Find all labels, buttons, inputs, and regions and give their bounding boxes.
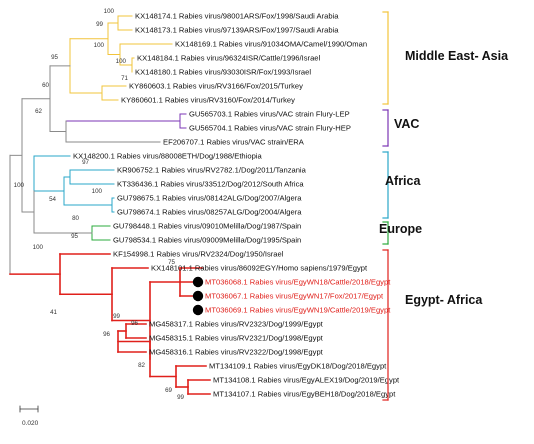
- leaf-label: GU565703.1 Rabies virus/VAC strain Flury…: [189, 110, 350, 119]
- bootstrap-value: 100: [94, 42, 105, 49]
- bootstrap-value: 95: [71, 233, 78, 240]
- bootstrap-value: 99: [177, 394, 184, 401]
- leaf-label: MT036068.1 Rabies virus/EgyWN18/Cattle/2…: [205, 278, 391, 287]
- bootstrap-value: 99: [113, 313, 120, 320]
- leaf-label: KX148173.1 Rabies virus/97139ARS/Fox/199…: [135, 26, 339, 35]
- clade-label: Africa: [385, 174, 421, 188]
- bootstrap-value: 71: [121, 75, 128, 82]
- leaf-label: KY860601.1 Rabies virus/RV3160/Fox/2014/…: [121, 96, 295, 105]
- study-isolate-marker-icon: [192, 304, 204, 316]
- leaf-label: EF206707.1 Rabies virus/VAC strain/ERA: [163, 138, 305, 147]
- bootstrap-value: 100: [92, 188, 103, 195]
- bootstrap-value: 99: [96, 21, 103, 28]
- leaf-label: GU798674.1 Rabies virus/08257ALG/Dog/200…: [117, 208, 302, 217]
- bootstrap-value: 75: [168, 259, 175, 266]
- bootstrap-value: 60: [42, 82, 49, 89]
- leaf-label: GU798675.1 Rabies virus/08142ALG/Dog/200…: [117, 194, 302, 203]
- bootstrap-value: 41: [50, 309, 57, 316]
- study-isolate-marker-icon: [192, 276, 204, 288]
- bootstrap-value: 54: [49, 196, 56, 203]
- leaf-label: GU798448.1 Rabies virus/09010Melilla/Dog…: [113, 222, 301, 231]
- leaf-label: MT036067.1 Rabies virus/EgyWN17/Fox/2017…: [205, 292, 384, 301]
- leaf-label: KF154998.1 Rabies virus/RV2324/Dog/1950/…: [113, 250, 284, 259]
- clade-label: Middle East- Asia: [405, 49, 509, 63]
- leaf-label: KX148169.1 Rabies virus/91034OMA/Camel/1…: [175, 40, 367, 49]
- clade-label: VAC: [394, 117, 419, 131]
- leaf-label: GU565704.1 Rabies virus/VAC strain Flury…: [189, 124, 351, 133]
- bootstrap-value: 95: [51, 54, 58, 61]
- leaf-label: KR906752.1 Rabies virus/RV2782.1/Dog/201…: [117, 166, 307, 175]
- leaf-label: KX148101.1 Rabies virus/86092EGY/Homo sa…: [151, 264, 368, 273]
- bootstrap-value: 96: [131, 320, 138, 327]
- leaf-label: MT134107.1 Rabies virus/EgyBEH18/Dog/201…: [213, 390, 396, 399]
- clade-label: Egypt- Africa: [405, 293, 483, 307]
- leaf-label: MT134109.1 Rabies virus/EgyDK18/Dog/2018…: [209, 362, 387, 371]
- leaf-label: KX148180.1 Rabies virus/93030ISR/Fox/199…: [135, 68, 311, 77]
- leaf-label: MG458315.1 Rabies virus/RV2321/Dog/1998/…: [149, 334, 324, 343]
- bootstrap-value: 62: [35, 108, 42, 115]
- bootstrap-value: 100: [116, 58, 127, 65]
- bootstrap-value: 100: [33, 244, 44, 251]
- leaf-label: MG458316.1 Rabies virus/RV2322/Dog/1998/…: [149, 348, 324, 357]
- bootstrap-value: 97: [82, 159, 89, 166]
- bootstrap-value: 69: [165, 387, 172, 394]
- bootstrap-value: 96: [103, 331, 110, 338]
- study-isolate-marker-icon: [192, 290, 204, 302]
- leaf-label: KT336436.1 Rabies virus/33512/Dog/2012/S…: [117, 180, 304, 189]
- leaf-label: KX148174.1 Rabies virus/98001ARS/Fox/199…: [135, 12, 339, 21]
- leaf-label: KX148184.1 Rabies virus/96324ISR/Cattle/…: [137, 54, 321, 63]
- bootstrap-value: 100: [104, 8, 115, 15]
- leaf-label: MT134108.1 Rabies virus/EgyALEX19/Dog/20…: [213, 376, 400, 385]
- leaf-label: KY860603.1 Rabies virus/RV3166/Fox/2015/…: [129, 82, 303, 91]
- bootstrap-value: 100: [14, 182, 25, 189]
- leaf-label: MG458317.1 Rabies virus/RV2323/Dog/1999/…: [149, 320, 324, 329]
- scale-bar-label: 0.020: [22, 420, 39, 427]
- clade-label: Europe: [379, 222, 422, 236]
- leaf-label: GU798534.1 Rabies virus/09009Melilla/Dog…: [113, 236, 301, 245]
- leaf-label: MT036069.1 Rabies virus/EgyWN19/Cattle/2…: [205, 306, 391, 315]
- bootstrap-value: 80: [72, 215, 79, 222]
- bootstrap-value: 82: [138, 362, 145, 369]
- leaf-label: KX148200.1 Rabies virus/88008ETH/Dog/198…: [73, 152, 262, 161]
